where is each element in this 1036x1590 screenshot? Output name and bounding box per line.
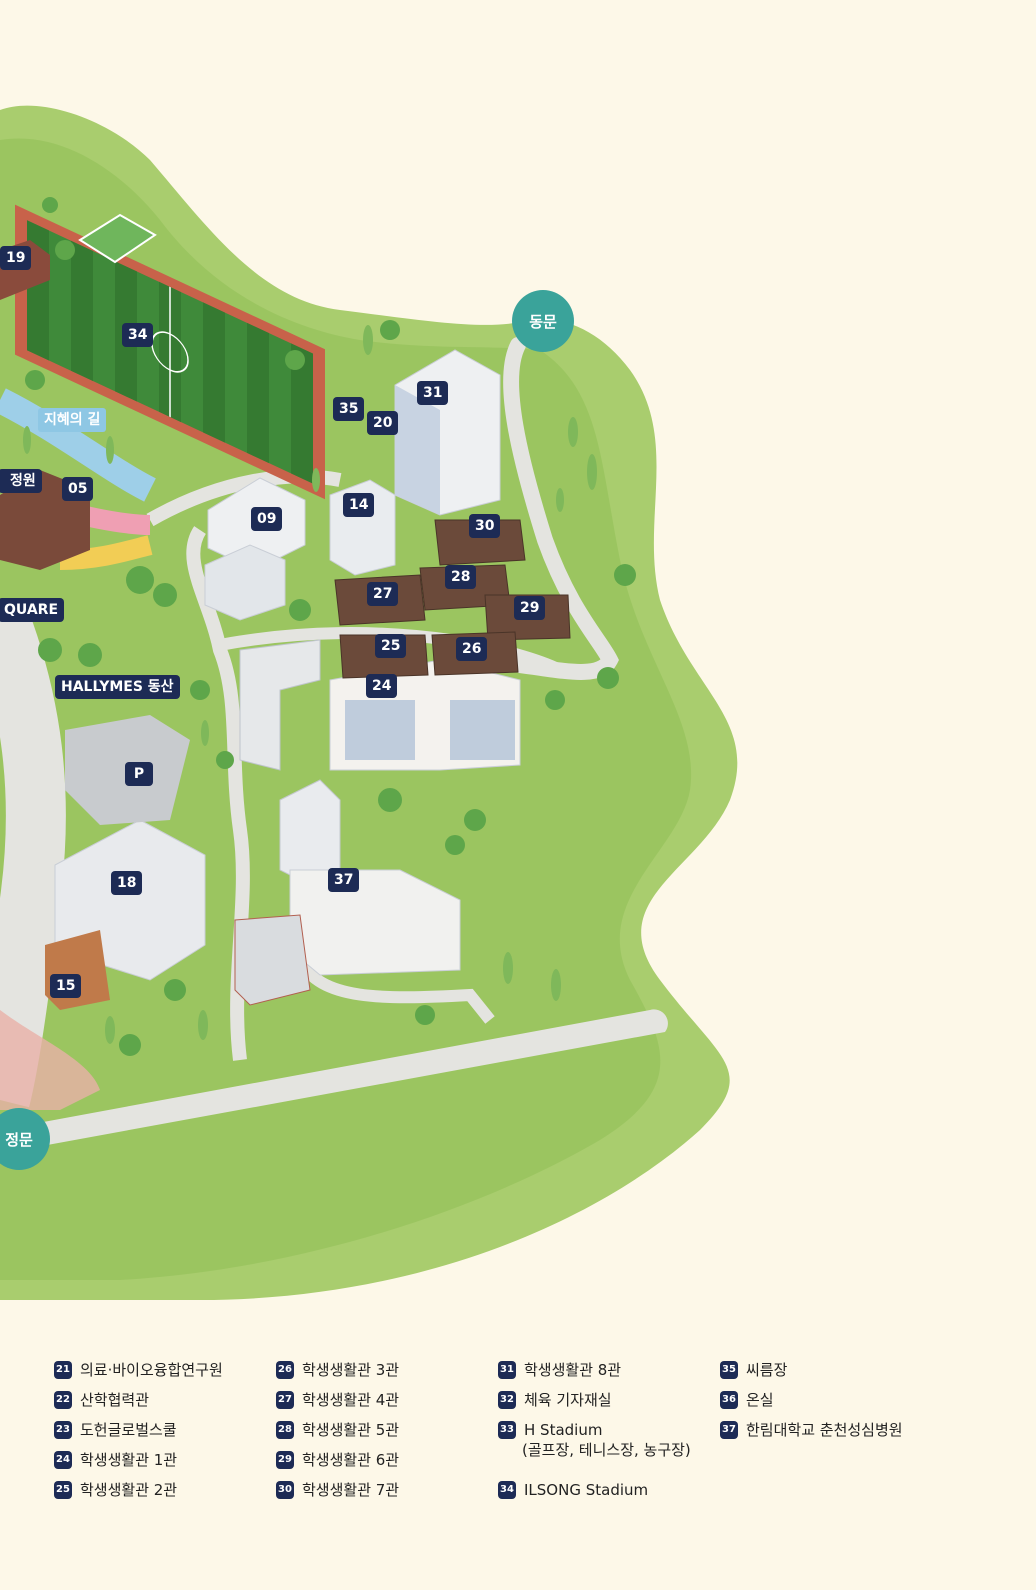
- legend-item: 29 학생생활관 6관: [276, 1450, 399, 1480]
- building-05-tag[interactable]: 05: [62, 477, 94, 501]
- legend-label: 학생생활관 3관: [302, 1361, 400, 1379]
- legend-number-badge: 33: [498, 1421, 516, 1439]
- legend-item: 36 온실: [720, 1390, 903, 1420]
- building-26-tag[interactable]: 26: [456, 637, 488, 661]
- garden-label[interactable]: 정원: [0, 469, 42, 493]
- parking-tag[interactable]: P: [125, 762, 153, 786]
- legend-label: 학생생활관 2관: [80, 1481, 178, 1499]
- legend-number-badge: 27: [276, 1391, 294, 1409]
- legend-item: 25 학생생활관 2관: [54, 1480, 223, 1510]
- legend-label: 한림대학교 춘천성심병원: [746, 1421, 903, 1439]
- legend-item: 24 학생생활관 1관: [54, 1450, 223, 1480]
- legend-label: 씨름장: [746, 1361, 788, 1379]
- building-25-tag[interactable]: 25: [375, 634, 407, 658]
- legend-label: 학생생활관 5관: [302, 1421, 400, 1439]
- building-29-tag[interactable]: 29: [514, 596, 546, 620]
- legend-item: 26 학생생활관 3관: [276, 1360, 399, 1390]
- legend-label: ILSONG Stadium: [524, 1481, 649, 1499]
- legend-column-1: 21 의료·바이오융합연구원 22 산학협력관 23 도헌글로벌스쿨 24 학생생활관 …: [54, 1360, 223, 1510]
- legend-column-2: 26 학생생활관 3관 27 학생생활관 4관 28 학생생활관 5관 29 학생생활관…: [276, 1360, 399, 1510]
- building-30-tag[interactable]: 30: [469, 514, 501, 538]
- building-35-tag[interactable]: 35: [333, 397, 365, 421]
- legend-number-badge: 22: [54, 1391, 72, 1409]
- legend-sublabel: (골프장, 테니스장, 농구장): [522, 1441, 691, 1459]
- legend-number-badge: 23: [54, 1421, 72, 1439]
- legend-label: 학생생활관 7관: [302, 1481, 400, 1499]
- legend-item: 34 ILSONG Stadium: [498, 1480, 691, 1510]
- legend-item: 23 도헌글로벌스쿨: [54, 1420, 223, 1450]
- legend-item: 33 H Stadium (골프장, 테니스장, 농구장): [498, 1420, 691, 1480]
- map-illustration: [0, 105, 738, 1301]
- legend-number-badge: 37: [720, 1421, 738, 1439]
- building-18-tag[interactable]: 18: [111, 871, 143, 895]
- legend-item: 35 씨름장: [720, 1360, 903, 1390]
- building-31-tag[interactable]: 31: [417, 381, 449, 405]
- square-label[interactable]: QUARE: [0, 598, 65, 622]
- legend-label: 온실: [746, 1391, 774, 1409]
- legend-number-badge: 34: [498, 1481, 516, 1499]
- legend-item: 27 학생생활관 4관: [276, 1390, 399, 1420]
- building-14-tag[interactable]: 14: [343, 493, 375, 517]
- wisdom-road-label: 지혜의 길: [38, 408, 107, 432]
- legend-label: 체육 기자재실: [524, 1391, 612, 1409]
- legend-number-badge: 25: [54, 1481, 72, 1499]
- east-gate-marker[interactable]: 동문: [512, 290, 574, 352]
- legend-column-4: 35 씨름장 36 온실 37 한림대학교 춘천성심병원: [720, 1360, 903, 1450]
- legend-item: 32 체육 기자재실: [498, 1390, 691, 1420]
- legend-number-badge: 28: [276, 1421, 294, 1439]
- legend-item: 37 한림대학교 춘천성심병원: [720, 1420, 903, 1450]
- campus-map: 19 34 35 20 31 05 09 14 30 28 27 29 25 2…: [0, 105, 738, 1301]
- building-19-tag[interactable]: 19: [0, 246, 32, 270]
- building-legend: 21 의료·바이오융합연구원 22 산학협력관 23 도헌글로벌스쿨 24 학생생활관 …: [54, 1360, 1014, 1520]
- legend-label: H Stadium: [524, 1421, 603, 1439]
- legend-number-badge: 35: [720, 1361, 738, 1379]
- legend-number-badge: 24: [54, 1451, 72, 1469]
- legend-number-badge: 29: [276, 1451, 294, 1469]
- legend-item: 31 학생생활관 8관: [498, 1360, 691, 1390]
- building-34-tag[interactable]: 34: [122, 323, 154, 347]
- legend-column-3: 31 학생생활관 8관 32 체육 기자재실 33 H Stadium (골프장, 테니…: [498, 1360, 691, 1510]
- legend-label: 학생생활관 8관: [524, 1361, 622, 1379]
- legend-label: 학생생활관 1관: [80, 1451, 178, 1469]
- legend-label: 도헌글로벌스쿨: [80, 1421, 177, 1439]
- legend-label: 학생생활관 4관: [302, 1391, 400, 1409]
- building-24-tag[interactable]: 24: [366, 674, 398, 698]
- building-20-tag[interactable]: 20: [367, 411, 399, 435]
- legend-item: 22 산학협력관: [54, 1390, 223, 1420]
- legend-item: 30 학생생활관 7관: [276, 1480, 399, 1510]
- legend-item: 21 의료·바이오융합연구원: [54, 1360, 223, 1390]
- building-37-tag[interactable]: 37: [328, 868, 360, 892]
- legend-label: 의료·바이오융합연구원: [80, 1361, 223, 1379]
- legend-number-badge: 30: [276, 1481, 294, 1499]
- legend-label: 산학협력관: [80, 1391, 150, 1409]
- main-gate-marker[interactable]: 정문: [0, 1108, 50, 1170]
- building-27-tag[interactable]: 27: [367, 582, 399, 606]
- building-28-tag[interactable]: 28: [445, 565, 477, 589]
- legend-number-badge: 32: [498, 1391, 516, 1409]
- legend-item: 28 학생생활관 5관: [276, 1420, 399, 1450]
- legend-number-badge: 31: [498, 1361, 516, 1379]
- legend-number-badge: 21: [54, 1361, 72, 1379]
- hallymes-label[interactable]: HALLYMES 동산: [55, 675, 180, 699]
- legend-label-group: H Stadium (골프장, 테니스장, 농구장): [522, 1420, 691, 1460]
- legend-number-badge: 36: [720, 1391, 738, 1409]
- building-15-tag[interactable]: 15: [50, 974, 82, 998]
- legend-label: 학생생활관 6관: [302, 1451, 400, 1469]
- building-09-tag[interactable]: 09: [251, 507, 283, 531]
- legend-number-badge: 26: [276, 1361, 294, 1379]
